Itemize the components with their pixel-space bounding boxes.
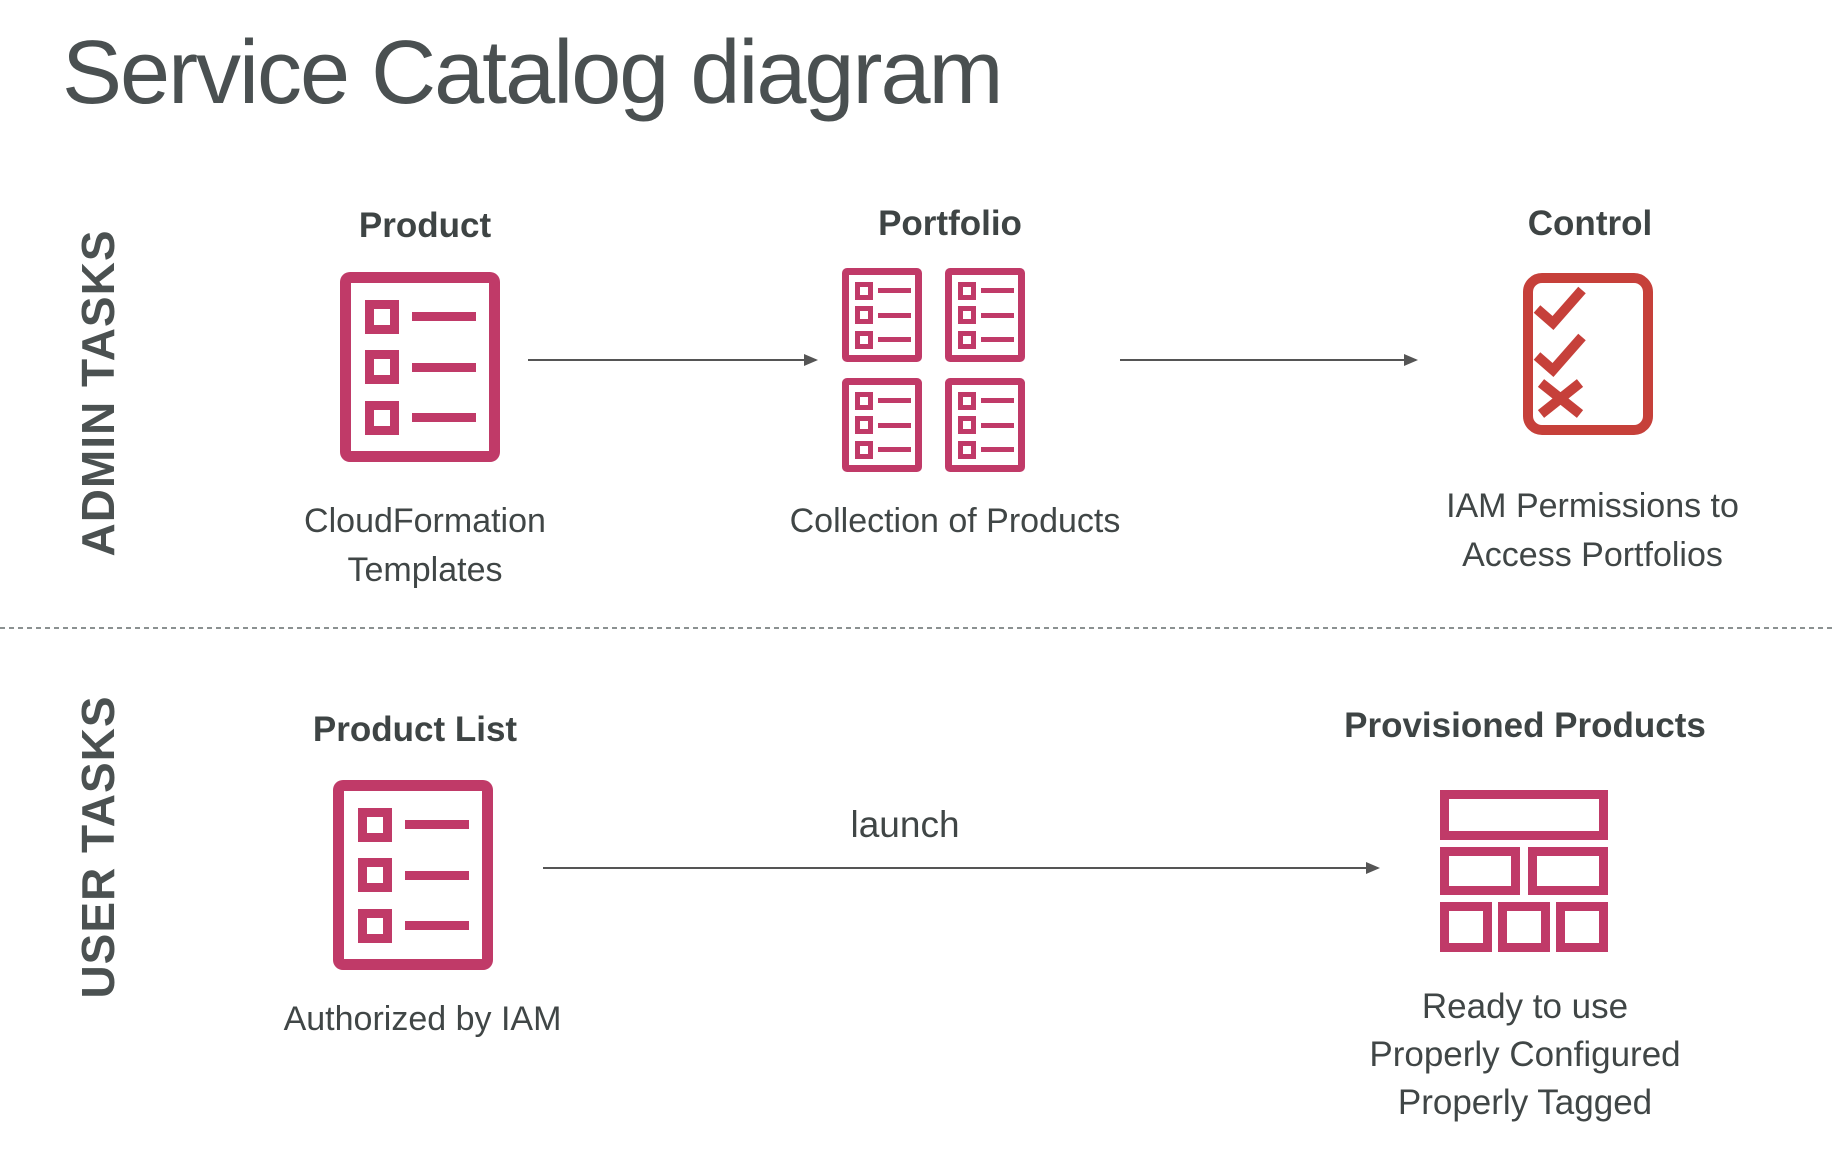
portfolio-heading: Portfolio bbox=[878, 204, 1022, 243]
list-row bbox=[365, 299, 479, 334]
checkbox-square bbox=[958, 416, 976, 434]
text-line bbox=[878, 447, 911, 452]
text-line bbox=[878, 398, 911, 403]
brick bbox=[1556, 902, 1608, 952]
checkbox-square bbox=[855, 391, 873, 410]
control-heading: Control bbox=[1527, 204, 1653, 243]
brick bbox=[1440, 790, 1608, 840]
page-title: Service Catalog diagram bbox=[62, 23, 1003, 123]
product-list-icon-small bbox=[842, 268, 922, 362]
list-row bbox=[855, 281, 911, 300]
arrow-right-icon bbox=[543, 862, 1380, 874]
control-caption: IAM Permissions to Access Portfolios bbox=[1446, 487, 1739, 574]
brick-wall-icon bbox=[1440, 790, 1608, 952]
provisioned-products-heading: Provisioned Products bbox=[1344, 706, 1706, 745]
brick-row bbox=[1440, 902, 1608, 952]
checkbox-square bbox=[958, 440, 976, 459]
text-line bbox=[981, 337, 1014, 342]
list-row bbox=[365, 400, 479, 435]
text-line bbox=[412, 312, 476, 321]
checkbox-square bbox=[365, 350, 399, 384]
brick bbox=[1528, 847, 1608, 895]
checkbox-square bbox=[958, 330, 976, 349]
list-row bbox=[958, 440, 1014, 459]
product-heading: Product bbox=[358, 206, 492, 245]
list-row bbox=[855, 440, 911, 459]
text-line bbox=[412, 362, 476, 372]
checkbox-square bbox=[358, 858, 392, 892]
brick bbox=[1440, 847, 1520, 895]
list-row bbox=[958, 330, 1014, 349]
checkbox-square bbox=[855, 440, 873, 459]
checkbox-square bbox=[358, 908, 392, 943]
provisioned-products-caption: Ready to use Properly Configured Properl… bbox=[1369, 987, 1681, 1122]
brick bbox=[1498, 902, 1550, 952]
list-row bbox=[958, 281, 1014, 300]
text-line bbox=[878, 288, 911, 293]
list-row bbox=[358, 908, 472, 943]
product-caption: CloudFormation Templates bbox=[304, 502, 546, 589]
text-line bbox=[878, 312, 911, 318]
list-row bbox=[855, 330, 911, 349]
text-line bbox=[412, 413, 476, 422]
text-line bbox=[878, 337, 911, 342]
product-list-icon-small bbox=[945, 378, 1025, 472]
text-line bbox=[981, 447, 1014, 452]
section-divider bbox=[0, 627, 1832, 629]
list-row bbox=[855, 416, 911, 434]
product-list-icon-small bbox=[842, 378, 922, 472]
launch-arrow-label: launch bbox=[850, 804, 960, 845]
list-row bbox=[358, 858, 472, 892]
checkbox-square bbox=[365, 299, 399, 334]
text-line bbox=[981, 398, 1014, 403]
checklist-icon bbox=[1523, 273, 1653, 435]
user-tasks-section-label: USER TASKS bbox=[72, 695, 124, 999]
product-list-heading: Product List bbox=[312, 710, 518, 749]
checkbox-square bbox=[855, 306, 873, 324]
brick-row bbox=[1440, 790, 1608, 840]
list-row bbox=[358, 807, 472, 842]
admin-tasks-section-label: ADMIN TASKS bbox=[72, 229, 124, 557]
checkbox-square bbox=[958, 306, 976, 324]
list-row bbox=[855, 391, 911, 410]
brick bbox=[1440, 902, 1492, 952]
text-line bbox=[405, 870, 469, 880]
list-row bbox=[855, 306, 911, 324]
product-list-caption: Authorized by IAM bbox=[283, 1000, 562, 1038]
list-row bbox=[365, 350, 479, 384]
portfolio-caption: Collection of Products bbox=[789, 502, 1121, 540]
checkbox-square bbox=[855, 416, 873, 434]
text-line bbox=[981, 288, 1014, 293]
checkbox-square bbox=[358, 807, 392, 842]
brick-row bbox=[1440, 847, 1608, 895]
checkbox-square bbox=[855, 330, 873, 349]
list-row bbox=[958, 391, 1014, 410]
arrow-right-icon bbox=[1120, 354, 1418, 366]
text-line bbox=[981, 422, 1014, 428]
text-line bbox=[878, 422, 911, 428]
portfolio-grid-icon bbox=[842, 268, 1025, 472]
product-list-icon-small bbox=[945, 268, 1025, 362]
list-row bbox=[958, 416, 1014, 434]
checkbox-square bbox=[958, 281, 976, 300]
checkbox-square bbox=[365, 400, 399, 435]
product-list-icon bbox=[340, 272, 500, 462]
text-line bbox=[405, 921, 469, 930]
checkbox-square bbox=[855, 281, 873, 300]
text-line bbox=[981, 312, 1014, 318]
product-list-icon bbox=[333, 780, 493, 970]
list-row bbox=[958, 306, 1014, 324]
arrow-right-icon bbox=[528, 354, 818, 366]
text-line bbox=[405, 820, 469, 829]
checkbox-square bbox=[958, 391, 976, 410]
